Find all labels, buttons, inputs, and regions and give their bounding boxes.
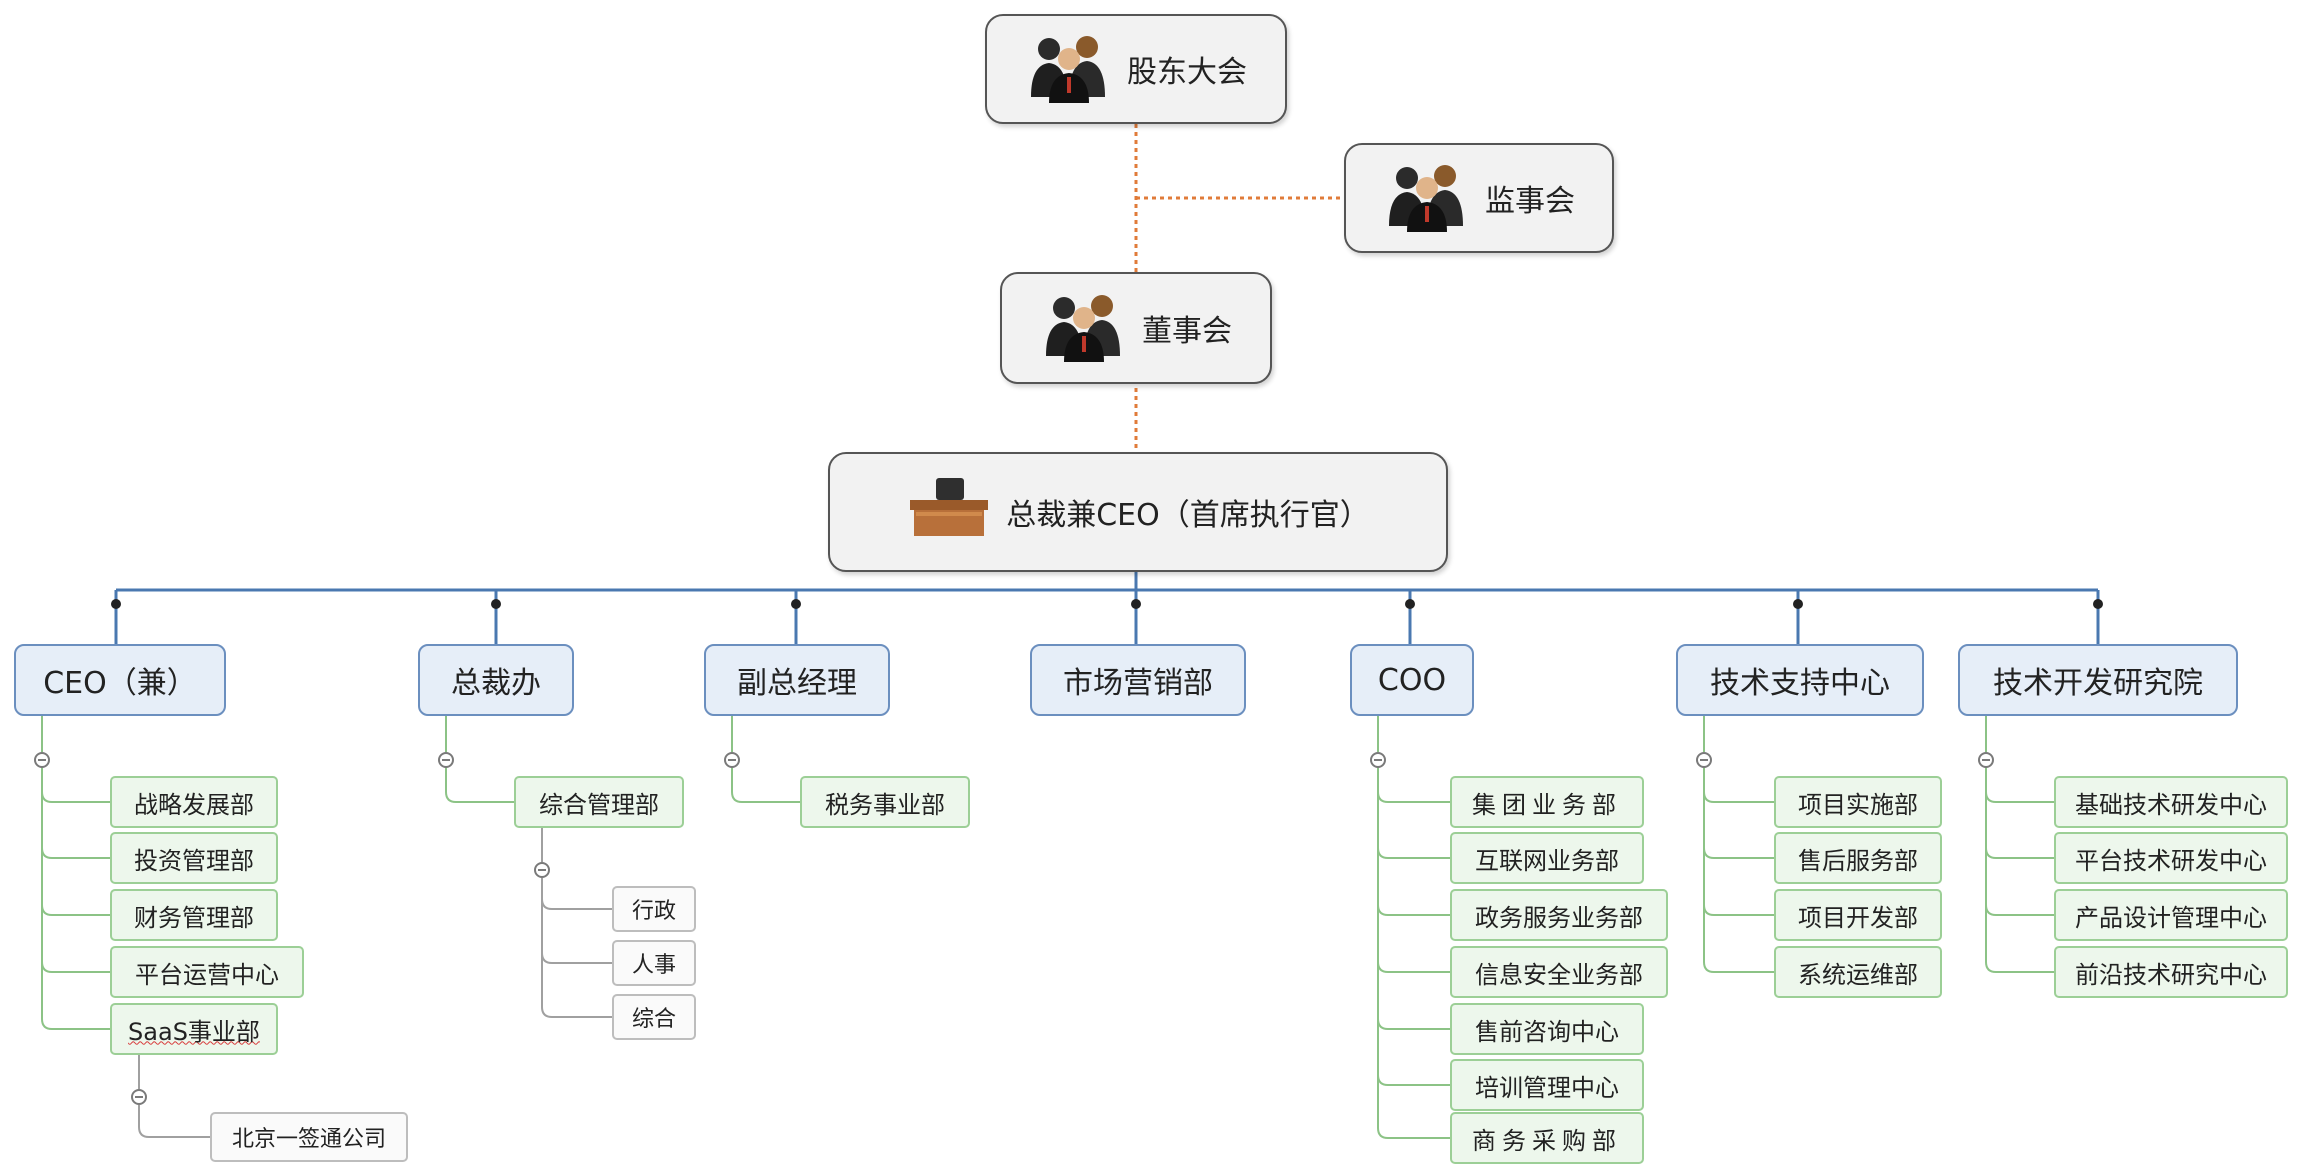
deputy-sub-link-0 (731, 760, 800, 803)
leaf-general[interactable]: 综合 (612, 994, 696, 1040)
dept-tech-support[interactable]: 技术支持中心 (1676, 644, 1924, 716)
admin-leaf-link-2 (541, 878, 612, 1018)
rnd-sub-link-0 (1985, 760, 2054, 803)
coo-sub-link-2 (1377, 760, 1450, 916)
sub-tax-division[interactable]: 税务事业部 (800, 776, 970, 828)
board-of-directors-node[interactable]: 董事会 (1000, 272, 1272, 384)
sub-training-center[interactable]: 培训管理中心 (1450, 1059, 1644, 1111)
ceo-label: 总裁兼CEO（首席执行官） (1006, 498, 1370, 533)
dept-branch-dot-2 (791, 599, 801, 609)
dept-president-office[interactable]: 总裁办 (418, 644, 574, 716)
sub-infosec-dept[interactable]: 信息安全业务部 (1450, 946, 1668, 998)
executive-desk-icon (906, 476, 992, 548)
dept-deputy-gm[interactable]: 副总经理 (704, 644, 890, 716)
saas-leaf-link (138, 1105, 210, 1138)
sub-internet-business-dept[interactable]: 互联网业务部 (1450, 832, 1644, 884)
sub-general-admin-dept[interactable]: 综合管理部 (514, 776, 684, 828)
sub-platform-ops-center[interactable]: 平台运营中心 (110, 946, 304, 998)
coo-sub-link-5 (1377, 760, 1450, 1086)
ceo-sub-link-1 (41, 760, 110, 859)
support-sub-link-2 (1703, 760, 1774, 916)
president-sub-link-0 (445, 760, 514, 803)
admin-leaf-link-0 (541, 878, 612, 910)
ceo-sub-link-0 (41, 760, 110, 803)
collapse-toggle-saas[interactable] (131, 1089, 147, 1105)
coo-sub-link-4 (1377, 760, 1450, 1030)
ceo-node[interactable]: 总裁兼CEO（首席执行官） (828, 452, 1448, 572)
collapse-toggle-rnd-institute[interactable] (1978, 752, 1994, 768)
collapse-toggle-coo[interactable] (1370, 752, 1386, 768)
people-group-icon (1383, 156, 1471, 240)
coo-sub-link-1 (1377, 760, 1450, 859)
dept-branch-dot-0 (111, 599, 121, 609)
sub-presales-center[interactable]: 售前咨询中心 (1450, 1003, 1644, 1055)
support-sub-link-1 (1703, 760, 1774, 859)
dept-branch-dot-4 (1405, 599, 1415, 609)
dept-branch-dot-1 (491, 599, 501, 609)
collapse-toggle-ceo-concurrent[interactable] (34, 752, 50, 768)
ceo-sub-link-3 (41, 760, 110, 973)
shareholders-meeting-label: 股东大会 (1127, 55, 1247, 90)
coo-sub-link-0 (1377, 760, 1450, 803)
dept-coo[interactable]: COO (1350, 644, 1474, 716)
ceo-sub-link-2 (41, 760, 110, 916)
sub-platform-tech-rnd-center[interactable]: 平台技术研发中心 (2054, 832, 2288, 884)
support-sub-link-0 (1703, 760, 1774, 803)
dept-branch-dot-5 (1793, 599, 1803, 609)
sub-saas-division[interactable]: SaaS事业部 (110, 1003, 278, 1055)
dept-rnd-institute[interactable]: 技术开发研究院 (1958, 644, 2238, 716)
leaf-administration[interactable]: 行政 (612, 886, 696, 932)
sub-group-business-dept[interactable]: 集团业务部 (1450, 776, 1644, 828)
rnd-sub-link-3 (1985, 760, 2054, 973)
sub-implementation-dept[interactable]: 项目实施部 (1774, 776, 1942, 828)
leaf-hr[interactable]: 人事 (612, 940, 696, 986)
coo-sub-link-3 (1377, 760, 1450, 973)
people-group-icon (1040, 286, 1128, 370)
rnd-sub-link-1 (1985, 760, 2054, 859)
supervisory-board-label: 监事会 (1485, 184, 1575, 219)
sub-sys-ops-dept[interactable]: 系统运维部 (1774, 946, 1942, 998)
collapse-toggle-president-office[interactable] (438, 752, 454, 768)
ceo-sub-link-4 (41, 760, 110, 1030)
coo-sub-link-6 (1377, 760, 1450, 1139)
dept-branch-dot-6 (2093, 599, 2103, 609)
sub-frontier-tech-center[interactable]: 前沿技术研究中心 (2054, 946, 2288, 998)
sub-strategy-dept[interactable]: 战略发展部 (110, 776, 278, 828)
board-of-directors-label: 董事会 (1142, 314, 1232, 349)
sub-investment-dept[interactable]: 投资管理部 (110, 832, 278, 884)
dept-marketing[interactable]: 市场营销部 (1030, 644, 1246, 716)
sub-gov-service-dept[interactable]: 政务服务业务部 (1450, 889, 1668, 941)
leaf-beijing-yiqiantong[interactable]: 北京一签通公司 (210, 1112, 408, 1162)
collapse-toggle-general-admin[interactable] (534, 862, 550, 878)
admin-leaf-link-1 (541, 878, 612, 964)
rnd-sub-link-2 (1985, 760, 2054, 916)
shareholders-meeting-node[interactable]: 股东大会 (985, 14, 1287, 124)
people-group-icon (1025, 27, 1113, 111)
sub-procurement-dept[interactable]: 商务采购部 (1450, 1112, 1644, 1164)
collapse-toggle-tech-support[interactable] (1696, 752, 1712, 768)
sub-basic-tech-rnd-center[interactable]: 基础技术研发中心 (2054, 776, 2288, 828)
sub-finance-dept[interactable]: 财务管理部 (110, 889, 278, 941)
supervisory-board-node[interactable]: 监事会 (1344, 143, 1614, 253)
sub-project-dev-dept[interactable]: 项目开发部 (1774, 889, 1942, 941)
dept-ceo-concurrent[interactable]: CEO（兼） (14, 644, 226, 716)
support-sub-link-3 (1703, 760, 1774, 973)
sub-after-sales-dept[interactable]: 售后服务部 (1774, 832, 1942, 884)
sub-product-design-center[interactable]: 产品设计管理中心 (2054, 889, 2288, 941)
dept-branch-dot-3 (1131, 599, 1141, 609)
collapse-toggle-deputy-gm[interactable] (724, 752, 740, 768)
